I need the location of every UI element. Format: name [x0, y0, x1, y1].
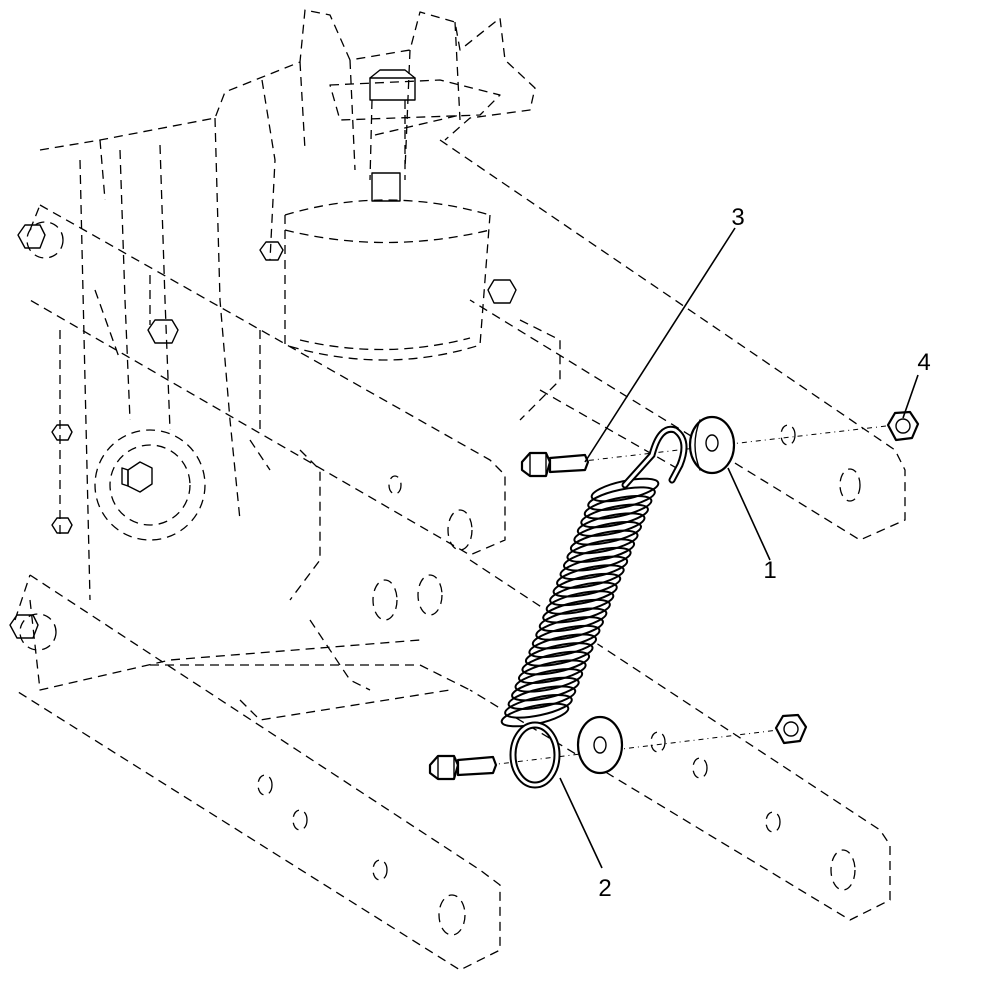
- callout-4: 4: [917, 349, 930, 376]
- spring-bottom-loop: [511, 723, 559, 787]
- callout-1: 1: [763, 557, 776, 584]
- spring-coil: [576, 512, 646, 537]
- phantom-frame-assembly: [9, 9, 906, 971]
- spring-coil: [580, 503, 649, 529]
- bolt-lower: [428, 754, 498, 781]
- spring-coil: [542, 598, 611, 624]
- spring-coil: [590, 477, 660, 503]
- spring-coil: [566, 538, 636, 563]
- frame-bolt-right: [487, 279, 517, 304]
- spring-coil: [504, 694, 573, 719]
- frame-bolt-bottom-left: [9, 613, 57, 651]
- spring-coil: [552, 572, 622, 598]
- spring-coil: [559, 555, 629, 581]
- callout-2: 2: [598, 875, 611, 902]
- spring-coil: [562, 546, 632, 572]
- leader-lines: [559, 227, 919, 869]
- spring-coil: [521, 650, 591, 676]
- spring-coil: [556, 564, 625, 589]
- spring-coil: [517, 659, 587, 685]
- assembly-axes: [489, 424, 896, 766]
- frame-bolt-top-left: [17, 221, 64, 259]
- frame-bolt-small-2: [51, 517, 73, 534]
- frame-bolt-side: [259, 241, 284, 261]
- spring: [500, 425, 688, 789]
- spring-coil: [569, 529, 639, 555]
- bolt-upper: [520, 451, 590, 478]
- nut-lower: [774, 713, 808, 745]
- spring-coil: [531, 624, 601, 650]
- washer-lower: [576, 715, 624, 775]
- spring-coil: [549, 581, 618, 607]
- spring-coil: [538, 607, 608, 633]
- spring-coil: [507, 685, 577, 710]
- callout-3: 3: [731, 204, 744, 231]
- spring-coil: [514, 668, 584, 693]
- spring-coil: [573, 520, 643, 546]
- spring-coil: [535, 616, 604, 641]
- spring-coil: [511, 676, 580, 702]
- spring-coil: [583, 495, 653, 520]
- spring-coil: [524, 642, 594, 667]
- spring-coil: [545, 590, 615, 615]
- washer-upper: [688, 415, 736, 475]
- frame-bolt-small-1: [51, 424, 73, 441]
- spring-coil: [528, 633, 598, 659]
- nut-upper: [886, 410, 920, 442]
- spring-top-hook: [623, 427, 686, 487]
- spring-coil: [587, 486, 656, 511]
- frame-bolt-mid: [147, 319, 179, 344]
